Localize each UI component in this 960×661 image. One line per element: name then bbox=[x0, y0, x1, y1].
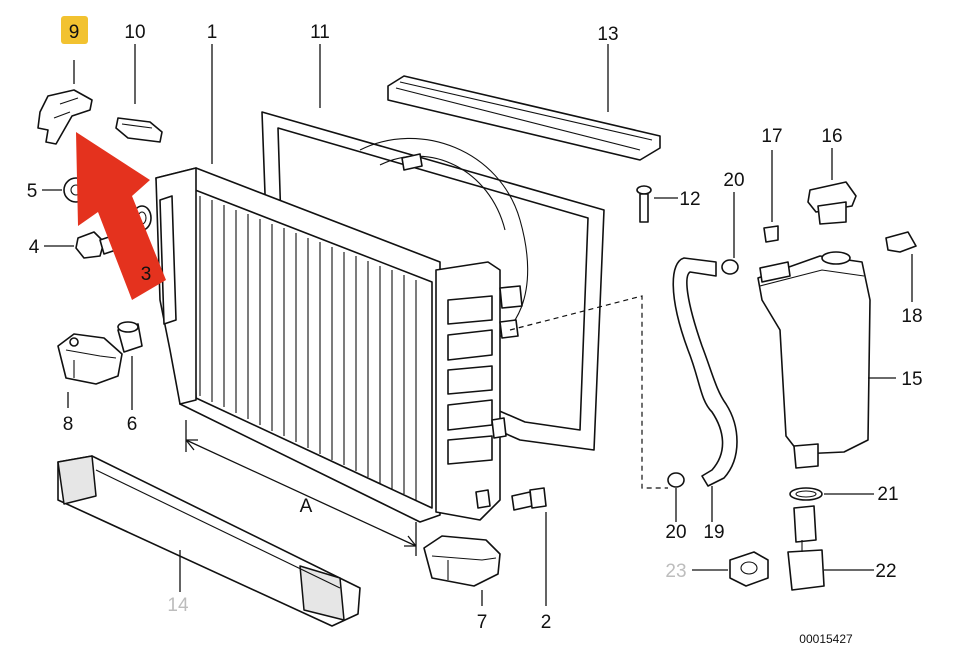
part-14-cross-member[interactable] bbox=[57, 455, 361, 627]
dimension-a bbox=[185, 420, 417, 556]
label-6[interactable]: 6 bbox=[127, 414, 138, 435]
label-20-upper[interactable]: 20 bbox=[723, 170, 744, 191]
part-21-o-ring[interactable] bbox=[789, 487, 823, 501]
leader-lines bbox=[42, 44, 913, 606]
label-14[interactable]: 14 bbox=[167, 595, 189, 616]
label-23[interactable]: 23 bbox=[665, 561, 686, 582]
label-15[interactable]: 15 bbox=[901, 369, 922, 390]
label-21[interactable]: 21 bbox=[877, 484, 898, 505]
part-9-bracket[interactable] bbox=[37, 89, 93, 145]
part-13-seal-strip[interactable] bbox=[387, 75, 661, 161]
diagram-code: 00015427 bbox=[799, 632, 853, 646]
part-19-hose[interactable] bbox=[672, 257, 738, 487]
part-15-expansion-tank[interactable] bbox=[757, 251, 871, 469]
label-19[interactable]: 19 bbox=[703, 522, 724, 543]
label-11[interactable]: 11 bbox=[310, 22, 330, 43]
label-22[interactable]: 22 bbox=[875, 561, 896, 582]
part-8-mount-bracket[interactable] bbox=[57, 333, 123, 385]
label-18[interactable]: 18 bbox=[901, 306, 922, 327]
part-10-clip[interactable] bbox=[115, 117, 163, 143]
part-6-rubber-mount[interactable] bbox=[117, 321, 143, 353]
radiator-fins bbox=[199, 196, 417, 500]
part-20-clamp-upper[interactable] bbox=[721, 259, 739, 275]
part-22-level-sensor[interactable] bbox=[787, 505, 825, 591]
label-7[interactable]: 7 bbox=[477, 612, 488, 633]
part-12-screw[interactable] bbox=[636, 185, 652, 223]
part-18-sensor[interactable] bbox=[885, 231, 917, 253]
label-2[interactable]: 2 bbox=[541, 612, 552, 633]
label-a[interactable]: A bbox=[300, 496, 313, 517]
label-4[interactable]: 4 bbox=[29, 237, 40, 258]
part-20-clamp-lower[interactable] bbox=[667, 472, 685, 488]
label-16[interactable]: 16 bbox=[821, 126, 842, 147]
part-1-radiator[interactable] bbox=[155, 167, 523, 523]
label-17[interactable]: 17 bbox=[761, 126, 782, 147]
label-13[interactable]: 13 bbox=[597, 24, 618, 45]
label-12[interactable]: 12 bbox=[679, 189, 700, 210]
label-5[interactable]: 5 bbox=[27, 181, 38, 202]
part-16-cap[interactable] bbox=[807, 181, 857, 225]
part-23-nut[interactable] bbox=[729, 551, 769, 587]
label-3[interactable]: 3 bbox=[141, 264, 152, 285]
label-10[interactable]: 10 bbox=[124, 22, 145, 43]
highlight-box bbox=[61, 16, 88, 44]
part-7-mount-bracket[interactable] bbox=[423, 535, 501, 587]
part-2-screw[interactable] bbox=[511, 487, 547, 511]
label-8[interactable]: 8 bbox=[63, 414, 74, 435]
part-17-plug[interactable] bbox=[763, 225, 779, 243]
label-9[interactable]: 9 bbox=[69, 22, 80, 43]
label-20-lower[interactable]: 20 bbox=[665, 522, 686, 543]
label-1[interactable]: 1 bbox=[207, 22, 218, 43]
red-arrow bbox=[76, 132, 166, 300]
